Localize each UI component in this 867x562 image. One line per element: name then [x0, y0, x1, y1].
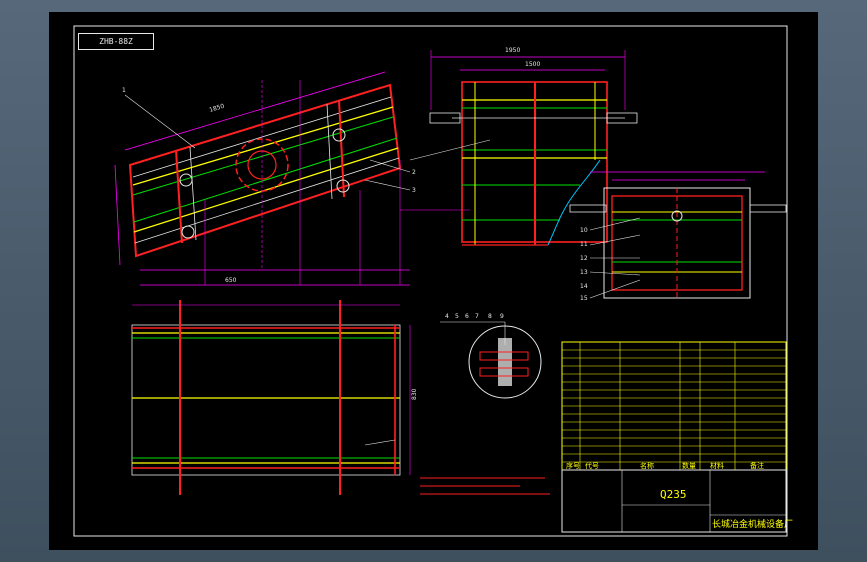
tb-label-no: 序号 [566, 461, 580, 470]
callout-8: 8 [488, 313, 492, 320]
tb-label-name: 名称 [640, 461, 654, 470]
material-label: Q235 [660, 488, 687, 501]
dim-base-width: 650 [225, 277, 237, 284]
tb-label-remark: 备注 [750, 461, 764, 470]
tb-label-qty: 数量 [682, 461, 696, 470]
drawing-sheet [49, 12, 818, 550]
plan-view [131, 300, 411, 495]
detail-view [440, 321, 542, 399]
callout-13: 13 [580, 269, 588, 276]
dim-inner-width: 1500 [525, 61, 540, 68]
callout-11: 11 [580, 241, 588, 248]
dim-top-width: 1950 [505, 47, 520, 54]
technical-notes [420, 477, 550, 495]
end-view [569, 171, 787, 299]
callout-6: 6 [465, 313, 469, 320]
callout-3: 3 [412, 187, 416, 194]
tb-label-material: 材料 [710, 461, 724, 470]
tb-label-code: 代号 [585, 461, 599, 470]
callout-14: 14 [580, 283, 588, 290]
callout-15: 15 [580, 295, 588, 302]
callout-9: 9 [500, 313, 504, 320]
dim-side-height: 830 [411, 388, 418, 400]
callout-5: 5 [455, 313, 459, 320]
sheet-border [73, 25, 788, 537]
drawing-code-box: ZHB-88Z [78, 33, 154, 50]
inclined-frame-view [114, 71, 470, 286]
dim-diag-length: 1850 [209, 103, 226, 114]
callout-12: 12 [580, 255, 588, 262]
callout-2: 2 [412, 169, 416, 176]
callout-10: 10 [580, 227, 588, 234]
company-name: 长城冶金机械设备厂 [712, 518, 793, 530]
side-elevation-view [409, 50, 638, 246]
callout-7: 7 [475, 313, 479, 320]
title-block [561, 341, 787, 533]
callout-4: 4 [445, 313, 449, 320]
callout-1: 1 [122, 87, 126, 94]
